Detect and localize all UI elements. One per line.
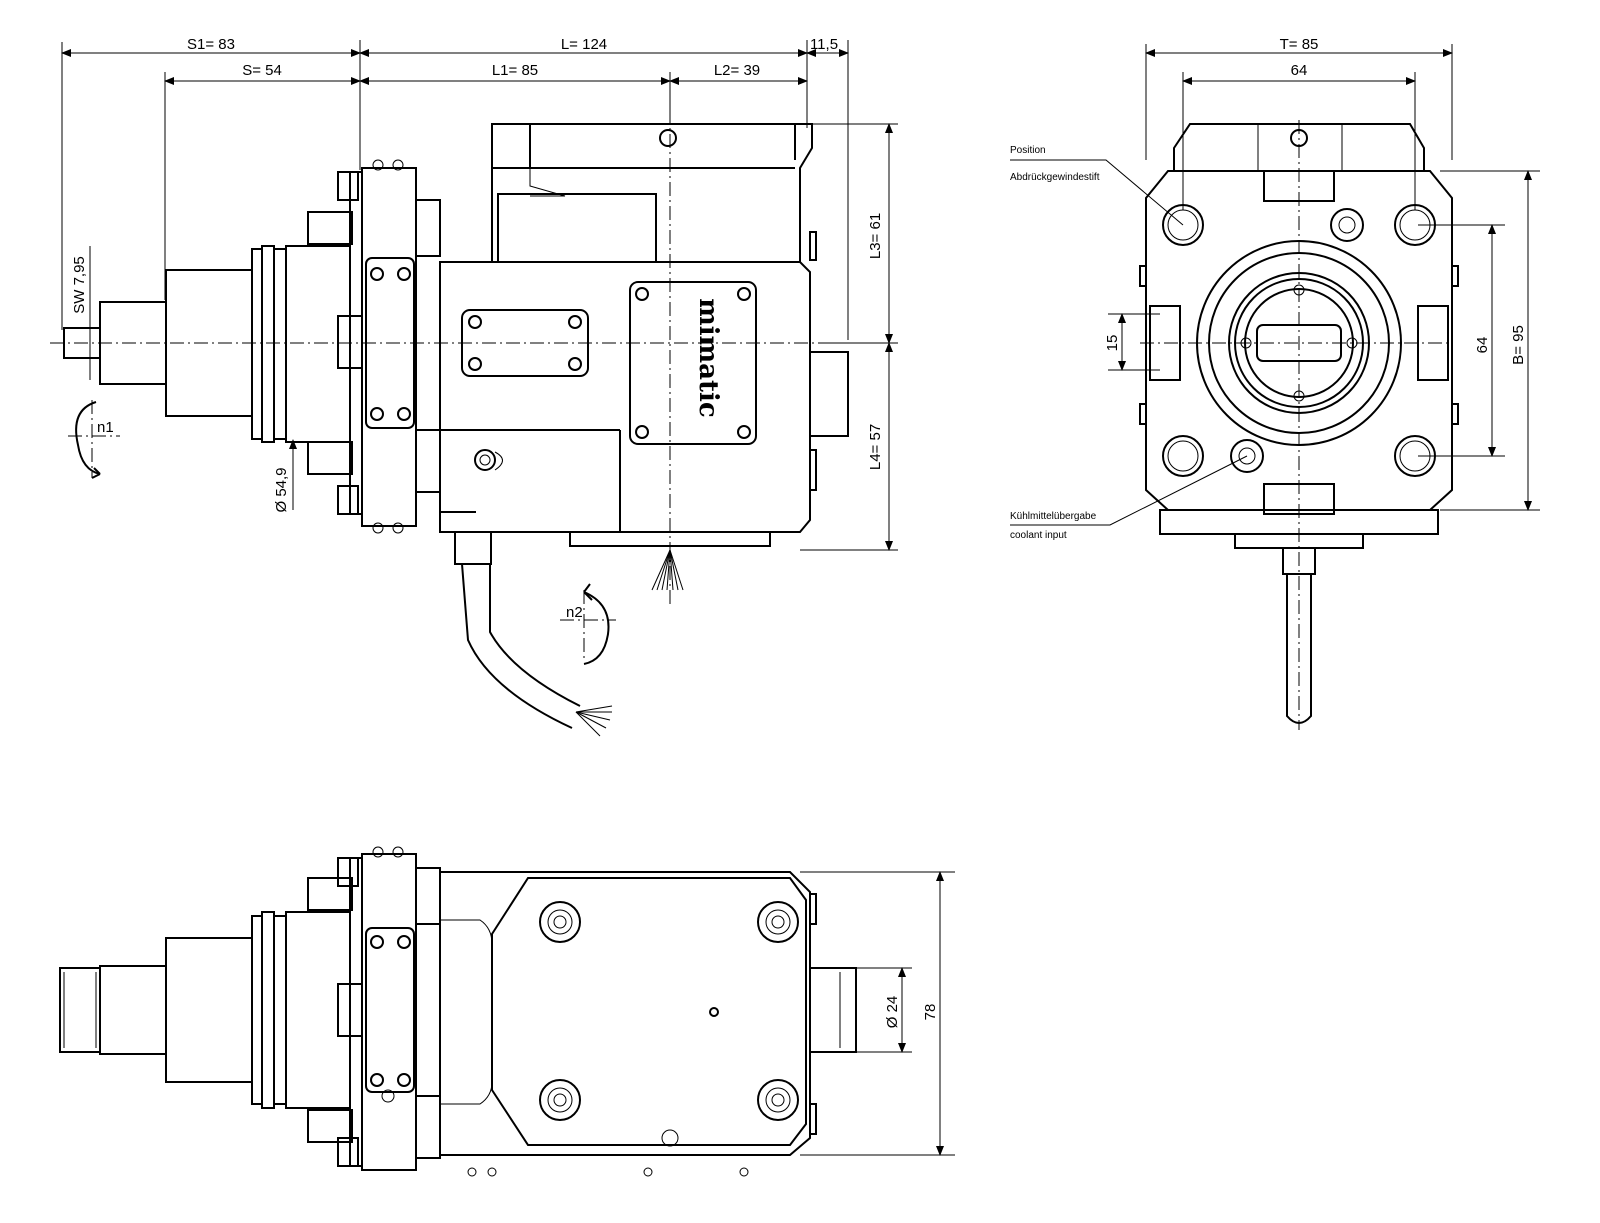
dim-dia-549: Ø 54,9 xyxy=(273,467,290,512)
dim-t-inner: 64 xyxy=(1291,62,1308,79)
label-position: Position xyxy=(1010,145,1046,156)
label-coolant-input: coolant input xyxy=(1010,530,1067,541)
front-view: T= 85 64 B= 95 64 15 xyxy=(1010,36,1540,730)
top-view: 78 Ø 24 xyxy=(59,846,955,1177)
label-n1: n1 xyxy=(97,419,114,436)
dim-l4: L4= 57 xyxy=(867,424,884,470)
front-spindle xyxy=(1196,240,1402,446)
dim-s: S= 54 xyxy=(242,62,282,79)
dim-s1: S1= 83 xyxy=(187,36,235,53)
brand-logo: mimatic xyxy=(693,298,723,417)
side-view: S1= 83 L= 124 11,5 S= 54 L1= 85 L2= 39 L… xyxy=(50,36,898,737)
label-kuehlmitteluebergabe: Kühlmittelübergabe xyxy=(1010,511,1097,522)
rotation-n1 xyxy=(68,400,120,479)
dim-t: T= 85 xyxy=(1280,36,1319,53)
dim-b: B= 95 xyxy=(1510,325,1527,365)
dim-78: 78 xyxy=(922,1004,939,1021)
flange xyxy=(307,159,441,534)
label-abdrueckgewindestift: Abdrückgewindestift xyxy=(1010,172,1100,183)
chip-brush xyxy=(575,549,684,737)
input-shaft xyxy=(63,245,351,443)
dim-15: 15 xyxy=(1104,335,1121,352)
dim-dia-24: Ø 24 xyxy=(884,996,901,1029)
front-bolt-holes xyxy=(1162,204,1436,477)
main-housing: mimatic xyxy=(439,123,849,729)
dim-b-inner: 64 xyxy=(1474,337,1491,354)
dim-l1: L1= 85 xyxy=(492,62,538,79)
dim-sw: SW 7,95 xyxy=(71,256,88,314)
dim-l-ext: 11,5 xyxy=(810,36,838,53)
front-view-dimensions xyxy=(1108,44,1540,511)
top-bolt-holes xyxy=(539,901,799,1121)
rotation-n2 xyxy=(560,583,616,665)
dim-l3: L3= 61 xyxy=(867,213,884,259)
dim-l2: L2= 39 xyxy=(714,62,760,79)
dim-l: L= 124 xyxy=(561,36,607,53)
top-view-dimensions xyxy=(800,871,955,1156)
label-n2: n2 xyxy=(566,604,583,621)
side-view-dimensions xyxy=(61,40,898,551)
